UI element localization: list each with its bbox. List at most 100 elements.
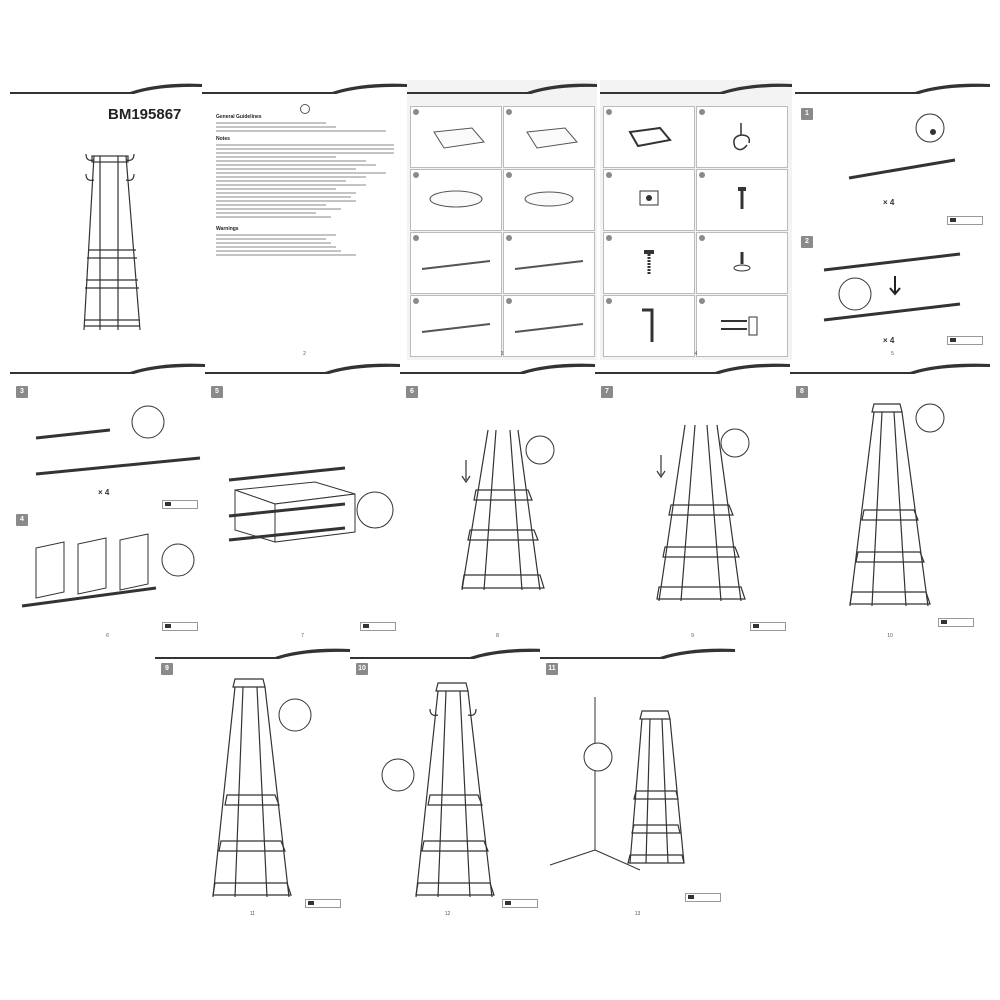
page-header-swoosh (10, 83, 202, 94)
part-badge (606, 235, 612, 241)
top-frame-part-icon (628, 126, 672, 148)
step11-wall-illustration (549, 697, 685, 871)
page-number: 9 (691, 633, 694, 639)
page-number: 10 (887, 633, 893, 639)
tool-tag (162, 500, 198, 509)
part-cell (696, 232, 788, 294)
page-header-swoosh (795, 83, 990, 94)
screw-part-icon (738, 187, 746, 209)
part-badge (413, 235, 419, 241)
step4-shelf-illustration (21, 533, 195, 608)
page-number: 2 (303, 351, 306, 357)
tool-tag (360, 622, 396, 631)
step9-tower-illustration (212, 678, 312, 898)
step7-tower-illustration (656, 424, 750, 602)
model-number: BM195867 (108, 106, 182, 123)
step-number-badge: 9 (161, 663, 173, 675)
part-badge (506, 235, 512, 241)
page-number: 3 (500, 351, 504, 357)
manual-page-parts-1: 3 (407, 80, 597, 360)
part-cell (696, 169, 788, 231)
page-number: 5 (891, 351, 894, 357)
part-cell (410, 106, 502, 168)
step-number-badge: 6 (406, 386, 418, 398)
manual-page-step-10: 10 12 (350, 645, 545, 920)
step-number-badge: 8 (796, 386, 808, 398)
manual-page-step-5: 5 7 (205, 360, 400, 642)
part-badge (699, 109, 705, 115)
part-cell (603, 295, 695, 357)
page-number: 8 (496, 633, 499, 639)
part-cell (503, 106, 595, 168)
notes-heading: Notes (216, 136, 230, 142)
page-header-swoosh (600, 83, 792, 94)
step8-tower-illustration (849, 403, 945, 607)
coat-rack-illustration (83, 153, 141, 331)
part-badge (506, 298, 512, 304)
step2-quantity: × 4 (883, 336, 895, 345)
part-cell (603, 232, 695, 294)
manual-page-cover: BM195867 (10, 80, 202, 360)
manual-page-step-11: 11 13 (540, 645, 735, 920)
step-number-badge: 2 (801, 236, 813, 248)
warnings-heading: Warnings (216, 226, 239, 232)
page-header-swoosh (595, 363, 790, 374)
step3-quantity: × 4 (98, 488, 110, 497)
bolt-part-icon (644, 250, 654, 274)
tool-tag (947, 216, 983, 225)
part-cell (603, 169, 695, 231)
part-badge (606, 298, 612, 304)
part-badge (413, 109, 419, 115)
step1-quantity: × 4 (883, 198, 895, 207)
tube-part-icon (514, 323, 584, 333)
step-number-badge: 10 (356, 663, 368, 675)
step2-tube-illustration (823, 252, 961, 322)
guidelines-text-lines-2 (216, 144, 394, 218)
page-header-swoosh (540, 648, 735, 659)
panel-part-icon (433, 127, 485, 149)
guidelines-text-lines-3 (216, 234, 356, 256)
page-number: 7 (301, 633, 304, 639)
page-header-swoosh (350, 648, 545, 659)
tube-part-icon (514, 260, 584, 270)
part-cell (503, 169, 595, 231)
part-badge (606, 172, 612, 178)
tool-tag (685, 893, 721, 902)
page-header-swoosh (790, 363, 990, 374)
panel-part-icon (526, 127, 578, 149)
hook-part-icon (733, 123, 751, 151)
part-cell (696, 106, 788, 168)
part-badge (413, 298, 419, 304)
part-badge (606, 109, 612, 115)
part-cell (410, 295, 502, 357)
page-number: 13 (634, 911, 641, 917)
manual-page-steps-1-2: 1 × 4 2 × 4 5 (795, 80, 990, 360)
tube-part-icon (421, 323, 491, 333)
tool-tag (938, 618, 974, 627)
part-cell (503, 232, 595, 294)
tool-tag (947, 336, 983, 345)
allen-key-icon (642, 308, 654, 342)
step10-tower-illustration (381, 682, 495, 898)
manual-page-steps-3-4: 3 × 4 4 6 (10, 360, 205, 642)
step-number-badge: 3 (16, 386, 28, 398)
manual-page-guidelines: General Guidelines Notes Warnings 2 (202, 80, 407, 360)
part-cell (410, 232, 502, 294)
manual-page-step-7: 7 9 (595, 360, 790, 642)
guidelines-text-lines-1 (216, 122, 386, 132)
step3-tube-illustration (35, 405, 201, 476)
manual-page-parts-2: 4 (600, 80, 792, 360)
tube-part-icon (421, 260, 491, 270)
step-number-badge: 1 (801, 108, 813, 120)
connector-part-icon (639, 190, 659, 206)
shelf-part-icon (429, 190, 483, 208)
step5-frame-illustration (228, 466, 394, 543)
page-header-swoosh (202, 83, 407, 94)
tool-tag (305, 899, 341, 908)
page-header-swoosh (400, 363, 595, 374)
part-badge (413, 172, 419, 178)
page-number: 11 (249, 911, 256, 917)
step-number-badge: 5 (211, 386, 223, 398)
page-number: 4 (694, 351, 698, 357)
page-header-swoosh (205, 363, 400, 374)
